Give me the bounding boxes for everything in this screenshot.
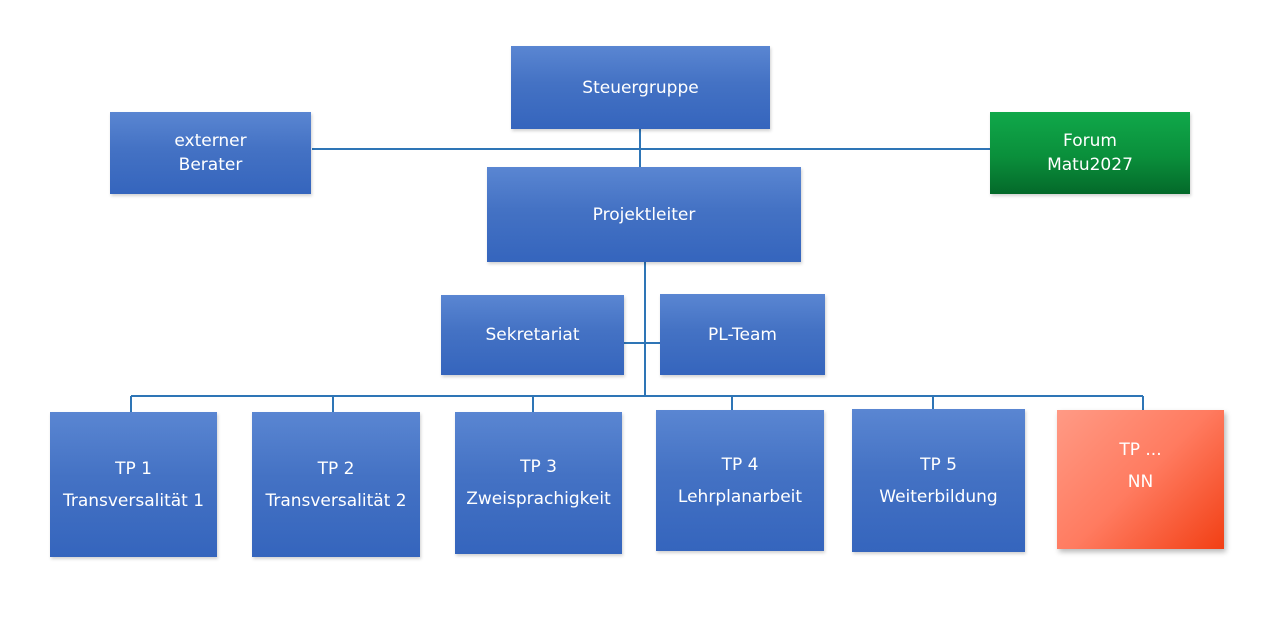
node-sekretariat-label: Sekretariat bbox=[485, 325, 580, 345]
node-tp4-number: TP 4 bbox=[721, 454, 759, 475]
node-externer-berater: externer Berater bbox=[110, 112, 311, 194]
node-tp4-name: Lehrplanarbeit bbox=[677, 486, 803, 507]
node-tp4: TP 4 Lehrplanarbeit bbox=[656, 410, 824, 551]
node-tp2: TP 2 Transversalität 2 bbox=[252, 412, 420, 557]
node-tp-nn-number: TP ... bbox=[1119, 440, 1162, 460]
node-tp1-name: Transversalität 1 bbox=[62, 490, 205, 511]
node-tp1: TP 1 Transversalität 1 bbox=[50, 412, 217, 557]
node-steuergruppe: Steuergruppe bbox=[511, 46, 770, 129]
node-pl-team-label: PL-Team bbox=[708, 324, 777, 345]
node-steuergruppe-label: Steuergruppe bbox=[582, 77, 699, 98]
node-tp2-name: Transversalität 2 bbox=[265, 490, 407, 511]
node-tp-nn: TP ... NN bbox=[1057, 410, 1224, 549]
node-tp3: TP 3 Zweisprachigkeit bbox=[455, 412, 622, 554]
node-externer-berater-line1: externer bbox=[174, 131, 247, 151]
node-tp2-number: TP 2 bbox=[317, 458, 355, 479]
node-tp3-number: TP 3 bbox=[520, 457, 557, 477]
node-projektleiter: Projektleiter bbox=[487, 167, 801, 262]
node-externer-berater-line2: Berater bbox=[178, 155, 243, 175]
node-forum-line2: Matu2027 bbox=[1047, 155, 1133, 175]
node-tp1-number: TP 1 bbox=[115, 458, 152, 479]
node-forum-line1: Forum bbox=[1063, 131, 1117, 151]
node-sekretariat: Sekretariat bbox=[441, 295, 624, 375]
node-tp5: TP 5 Weiterbildung bbox=[852, 409, 1025, 552]
node-tp5-number: TP 5 bbox=[920, 454, 957, 475]
node-pl-team: PL-Team bbox=[660, 294, 825, 375]
node-tp3-name: Zweisprachigkeit bbox=[466, 489, 611, 509]
node-tp5-name: Weiterbildung bbox=[879, 486, 998, 507]
node-forum: Forum Matu2027 bbox=[990, 112, 1190, 194]
node-projektleiter-label: Projektleiter bbox=[592, 204, 696, 225]
node-tp-nn-name: NN bbox=[1127, 472, 1154, 492]
